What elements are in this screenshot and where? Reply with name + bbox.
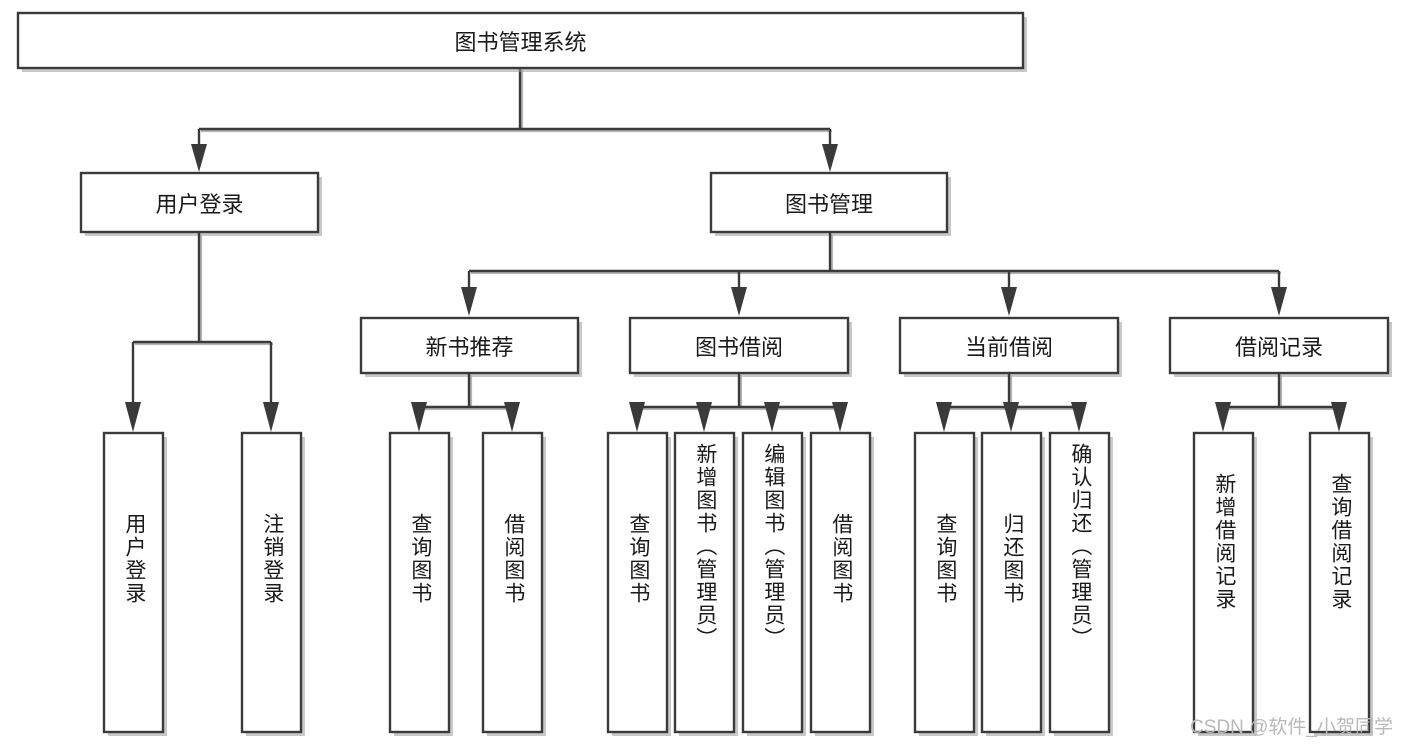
node-current-borrow[interactable] — [898, 316, 1122, 377]
arrow-head-icon — [731, 287, 747, 316]
connector-group-current-borrow — [936, 373, 1087, 432]
node-rect-leaf-logout-login[interactable] — [240, 431, 303, 734]
connector-group-user-login — [125, 232, 279, 432]
arrow-head-icon — [1003, 402, 1019, 432]
connector-group-book-manage — [461, 232, 1287, 316]
arrow-head-icon — [461, 287, 477, 316]
node-rect-leaf-query-book-1[interactable] — [388, 431, 451, 734]
node-rect-book-manage — [709, 171, 949, 234]
connector-group-new-book-recommend — [411, 373, 520, 432]
arrow-head-icon — [191, 144, 207, 172]
arrow-head-icon — [1331, 402, 1347, 432]
node-rect-book-borrow — [628, 316, 850, 375]
leaf-boxes-borrow-record — [1192, 431, 1373, 736]
connector-group-book-borrow — [629, 373, 848, 432]
arrow-head-icon — [411, 402, 427, 432]
arrow-head-icon — [832, 402, 848, 432]
node-rect-leaf-borrow-book-2[interactable] — [809, 431, 872, 734]
node-rect-leaf-query-book-2[interactable] — [606, 431, 669, 734]
node-rect-leaf-query-record[interactable] — [1308, 431, 1371, 734]
connector-group-borrow-record — [1215, 373, 1347, 432]
arrow-head-icon — [263, 402, 279, 432]
node-rect-root — [16, 11, 1025, 70]
node-book-manage[interactable] — [709, 171, 951, 236]
arrow-head-icon — [504, 402, 520, 432]
node-rect-current-borrow — [898, 316, 1120, 375]
arrow-head-icon — [1071, 402, 1087, 432]
node-new-book-recommend[interactable] — [359, 316, 582, 377]
arrow-head-icon — [1215, 402, 1231, 432]
node-rect-leaf-user-login[interactable] — [102, 431, 165, 734]
arrow-head-icon — [125, 402, 141, 432]
arrow-head-icon — [764, 402, 780, 432]
node-rect-user-login — [79, 171, 320, 234]
connector-group-root — [191, 68, 838, 172]
node-rect-borrow-record — [1168, 316, 1390, 375]
node-rect-leaf-add-book[interactable] — [673, 431, 736, 734]
node-rect-leaf-add-record[interactable] — [1192, 431, 1255, 734]
node-rect-leaf-borrow-book-1[interactable] — [481, 431, 544, 734]
node-rect-leaf-return-book[interactable] — [980, 431, 1043, 734]
leaf-boxes-book-borrow — [606, 431, 874, 736]
arrow-head-icon — [936, 402, 952, 432]
node-rect-leaf-edit-book[interactable] — [741, 431, 804, 734]
node-user-login[interactable] — [79, 171, 322, 236]
arrow-head-icon — [1271, 287, 1287, 316]
node-rect-leaf-confirm-return[interactable] — [1048, 431, 1111, 734]
node-rect-new-book-recommend — [359, 316, 580, 375]
node-root[interactable] — [16, 11, 1027, 72]
arrow-head-icon — [696, 402, 712, 432]
node-rect-leaf-query-book-3[interactable] — [913, 431, 976, 734]
arrow-head-icon — [629, 402, 645, 432]
node-book-borrow[interactable] — [628, 316, 852, 377]
leaf-boxes-current-borrow — [913, 431, 1113, 736]
leaf-boxes-new-book-recommend — [388, 431, 546, 736]
leaf-boxes-user-login — [102, 431, 305, 736]
arrow-head-icon — [822, 144, 838, 172]
arrow-head-icon — [1001, 287, 1017, 316]
node-borrow-record[interactable] — [1168, 316, 1392, 377]
